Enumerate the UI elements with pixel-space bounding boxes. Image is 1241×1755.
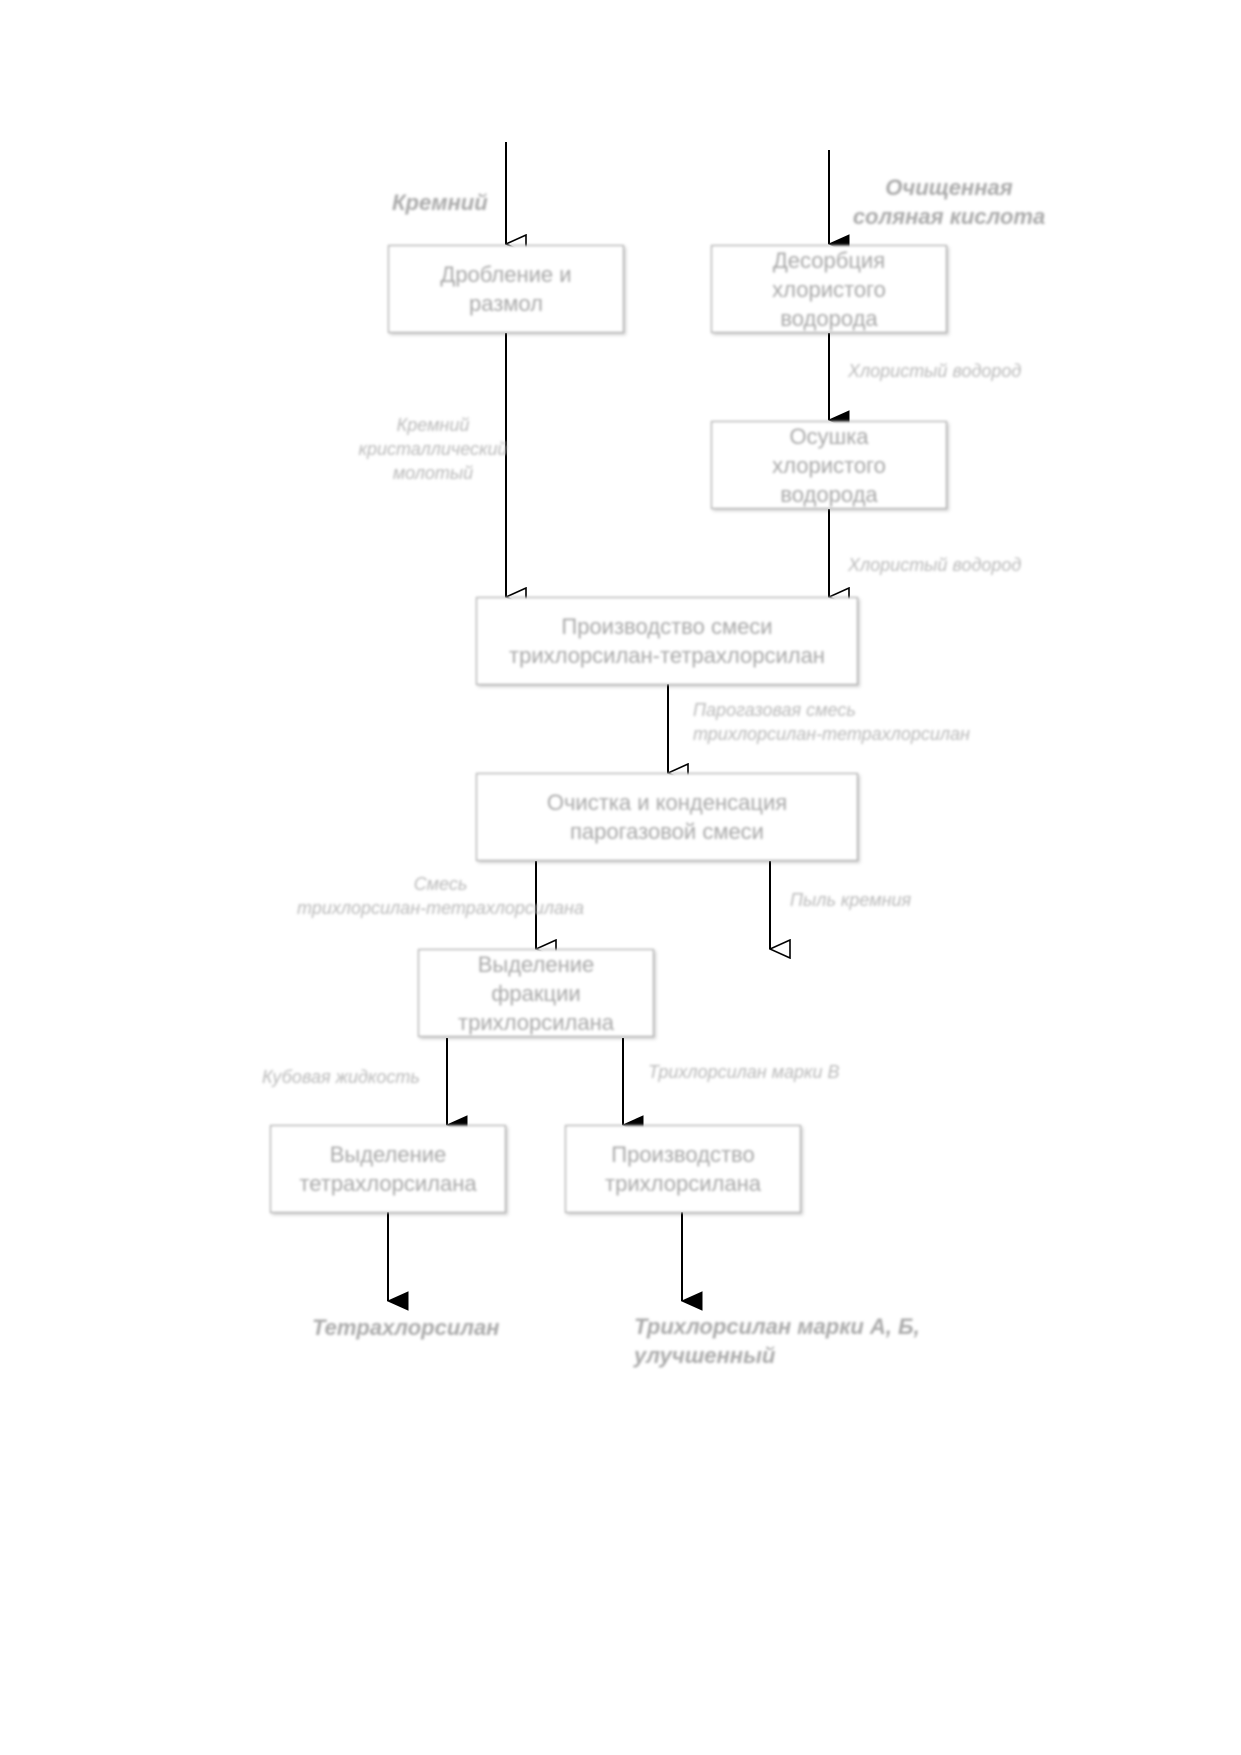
label-hcl-2-text: Хлористый водород: [848, 555, 1022, 575]
label-bottoms: Кубовая жидкость: [262, 1065, 420, 1089]
box-tetra-separation-line2: тетрахлорсилана: [299, 1171, 477, 1196]
box-production-mix-line1: Производство смеси: [561, 614, 773, 639]
label-silicon-ground-line1: Кремний: [396, 415, 470, 435]
label-hcl-1-text: Хлористый водород: [848, 361, 1022, 381]
box-tetra-separation-line1: Выделение: [329, 1142, 447, 1167]
box-desorption-line3: водорода: [780, 305, 878, 331]
box-tetra-separation: Выделение тетрахлорсилана: [270, 1125, 506, 1213]
box-production-mix: Производство смеси трихлорсилан-тетрахло…: [476, 597, 858, 685]
output-trichlorosilane-line1: Трихлорсилан марки А, Б,: [634, 1314, 920, 1339]
box-purification: Очистка и конденсация парогазовой смеси: [476, 773, 858, 861]
box-drying: Осушка хлористого водорода: [711, 421, 947, 509]
box-crushing: Дробление и размол: [388, 245, 624, 333]
input-acid: Очищенная соляная кислота: [838, 173, 1060, 231]
box-tri-production-line1: Производство: [611, 1142, 755, 1167]
label-trichlorosilane-b-text: Трихлорсилан марки В: [648, 1062, 840, 1082]
box-production-mix-line2: трихлорсилан-тетрахлорсилан: [509, 643, 825, 668]
input-silicon-text: Кремний: [392, 190, 488, 215]
label-silicon-dust-text: Пыль кремния: [790, 890, 912, 910]
box-crushing-line1: Дробление и: [440, 262, 572, 287]
label-vapor-mix-line2: трихлорсилан-тетрахлорсилан: [693, 724, 970, 744]
box-fraction-line2: фракции: [491, 980, 581, 1006]
box-tri-production-line2: трихлорсилана: [605, 1171, 761, 1196]
box-drying-line1: Осушка: [789, 423, 869, 449]
input-acid-line2: соляная кислота: [852, 204, 1046, 229]
label-silicon-ground: Кремний кристаллический молотый: [333, 413, 533, 485]
output-trichlorosilane: Трихлорсилан марки А, Б, улучшенный: [634, 1312, 920, 1370]
label-silicon-ground-line2: кристаллический: [358, 439, 508, 459]
box-fraction: Выделение фракции трихлорсилана: [418, 949, 654, 1037]
label-trichlorosilane-b: Трихлорсилан марки В: [648, 1060, 840, 1084]
box-drying-line3: водорода: [780, 481, 878, 507]
box-fraction-line3: трихлорсилана: [458, 1009, 614, 1035]
box-purification-line1: Очистка и конденсация: [546, 790, 788, 815]
output-tetrachlorosilane-text: Тетрахлорсилан: [312, 1315, 500, 1340]
box-desorption-line2: хлористого: [772, 276, 886, 302]
input-silicon: Кремний: [392, 188, 488, 217]
box-crushing-line2: размол: [468, 291, 543, 316]
box-fraction-line1: Выделение: [477, 951, 595, 977]
label-bottoms-text: Кубовая жидкость: [262, 1067, 420, 1087]
label-silicon-dust: Пыль кремния: [790, 888, 911, 912]
box-purification-line2: парогазовой смеси: [570, 819, 764, 844]
label-mixture-line2: трихлорсилан-тетрахлорсилана: [297, 898, 584, 918]
label-hcl-2: Хлористый водород: [848, 553, 1021, 577]
output-trichlorosilane-line2: улучшенный: [634, 1343, 776, 1368]
box-drying-line2: хлористого: [772, 452, 886, 478]
label-mixture-line1: Смесь: [413, 874, 468, 894]
input-acid-line1: Очищенная: [885, 175, 1013, 200]
box-tri-production: Производство трихлорсилана: [565, 1125, 801, 1213]
label-mixture: Смесь трихлорсилан-тетрахлорсилана: [268, 872, 613, 920]
box-desorption-line1: Десорбция: [772, 247, 886, 273]
label-silicon-ground-line3: молотый: [392, 463, 474, 483]
label-hcl-1: Хлористый водород: [848, 359, 1021, 383]
box-desorption: Десорбция хлористого водорода: [711, 245, 947, 333]
label-vapor-mix: Парогазовая смесь трихлорсилан-тетрахлор…: [693, 698, 970, 746]
output-tetrachlorosilane: Тетрахлорсилан: [312, 1313, 499, 1342]
label-vapor-mix-line1: Парогазовая смесь: [693, 700, 856, 720]
